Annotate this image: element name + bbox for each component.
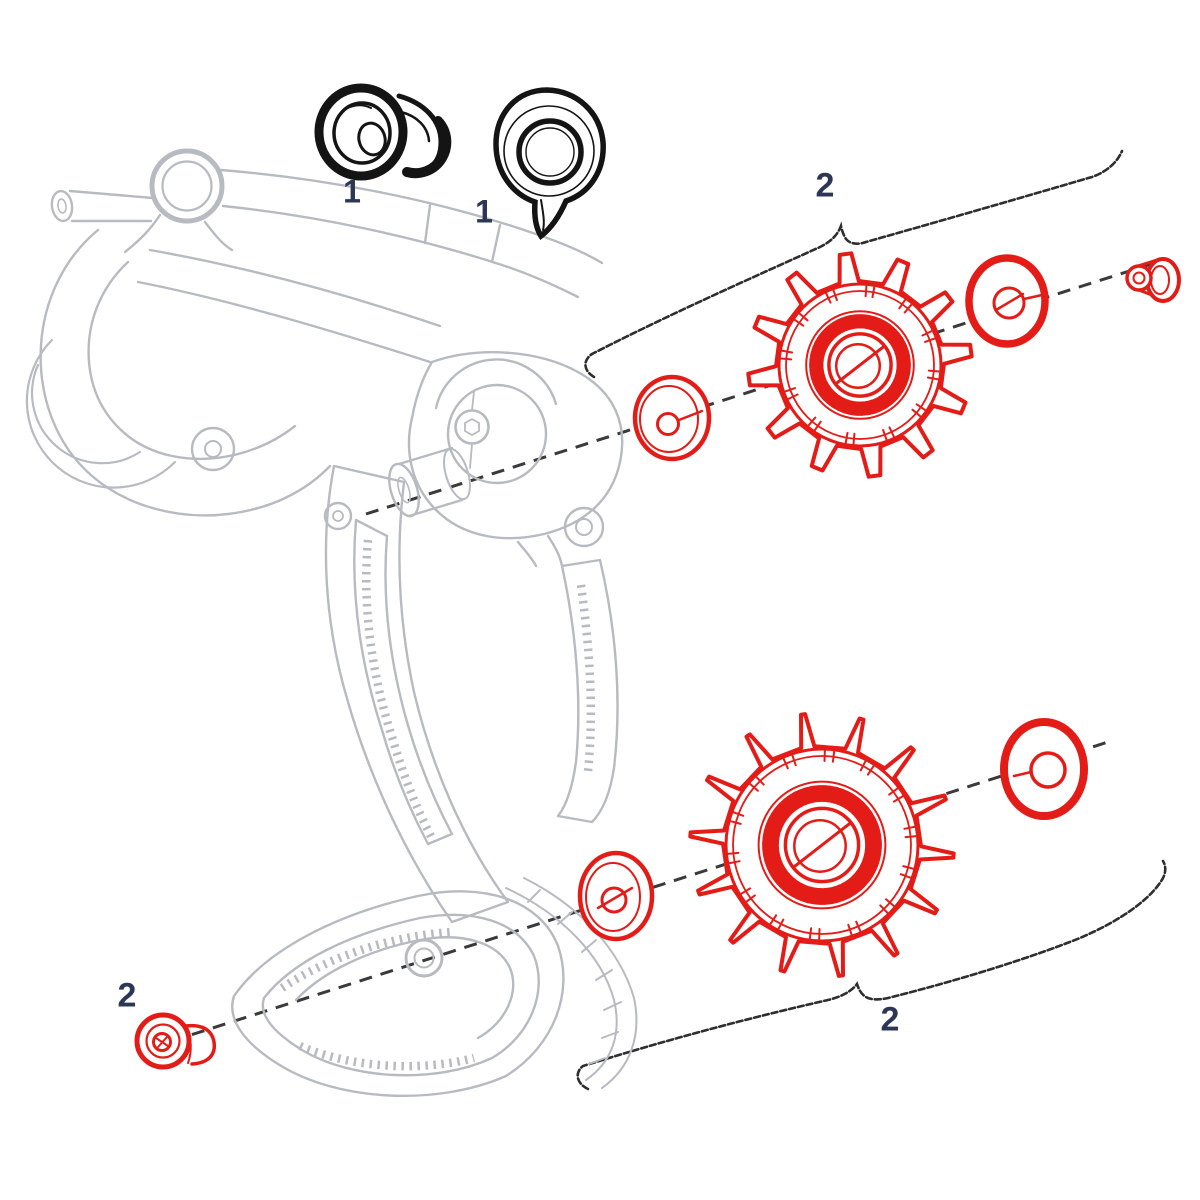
upper-kit-brace bbox=[584, 149, 1124, 379]
lower-pulley-hole-inner bbox=[413, 947, 435, 969]
upper-pulley-12t-hub-edge bbox=[805, 310, 915, 420]
part2-upper-kit-label: 2 bbox=[815, 166, 835, 205]
upper-pulley-12t-rim-inner bbox=[785, 290, 935, 440]
lower-washer-bore bbox=[600, 886, 628, 914]
derailleur-body bbox=[25, 148, 638, 1098]
bolt-body-inner bbox=[399, 110, 431, 143]
upper-pulley-gear bbox=[746, 251, 974, 479]
lower-pulley-14t-rim bbox=[724, 747, 920, 943]
teardrop-mid-ring bbox=[503, 105, 595, 197]
pivot-bolt bbox=[454, 409, 490, 445]
cage-guard bbox=[505, 877, 638, 1089]
inner-plate-strip bbox=[516, 534, 619, 824]
cage-pivot bbox=[563, 506, 605, 548]
lower-pulley-kit bbox=[577, 712, 1088, 978]
upper-pulley-12t-rim-ticks bbox=[778, 283, 942, 447]
upper-washer-rim bbox=[639, 385, 699, 453]
outer-cage-plate bbox=[324, 464, 510, 924]
bolt-flange-inner bbox=[332, 101, 392, 165]
upper-dust-cap-bore bbox=[992, 286, 1026, 320]
part1-washer-label: 1 bbox=[475, 193, 493, 230]
limit-screw-hole-inner bbox=[332, 510, 344, 522]
body-outline bbox=[39, 168, 604, 517]
part1-bolt-label: 1 bbox=[343, 173, 361, 210]
lower-washer-slot bbox=[596, 886, 634, 910]
teardrop-bore bbox=[525, 127, 575, 177]
mount-stub-cap-inner bbox=[57, 198, 67, 214]
bolt-body-shade bbox=[402, 116, 452, 179]
upper-pulley-12t-hub-hatch bbox=[809, 314, 911, 416]
part2-cage-bolt-red bbox=[134, 1012, 217, 1070]
b-screw-end bbox=[443, 447, 471, 501]
lower-pulley-14t-bore-slot bbox=[793, 822, 851, 868]
p-knuckle-circle bbox=[446, 383, 548, 485]
upper-washer-bore bbox=[656, 412, 680, 436]
lower-pulley-14t-hub-hatch bbox=[762, 785, 882, 905]
bolt-socket bbox=[357, 121, 387, 157]
upper-pulley-12t-bore-slot bbox=[835, 345, 885, 385]
lower-cage-plate bbox=[231, 890, 565, 1098]
lower-dust-cap bbox=[1000, 718, 1088, 820]
part1-washer-black bbox=[493, 87, 606, 241]
cage-bolt-flange bbox=[184, 1023, 217, 1066]
cage-bolt-head-rim bbox=[145, 1023, 181, 1059]
upper-dust-cap bbox=[965, 254, 1049, 348]
lower-pulley-14t-rim-ticks bbox=[725, 748, 919, 942]
lower-pulley-hole bbox=[404, 938, 444, 978]
upper-pulley-12t-rim bbox=[777, 282, 943, 448]
body-bolt-inner bbox=[204, 440, 222, 458]
lower-pulley-gear bbox=[688, 712, 956, 978]
cage-bolt-socket-marks bbox=[155, 1036, 169, 1048]
cage-pivot-inner bbox=[575, 518, 593, 536]
mount-stub bbox=[68, 189, 155, 223]
b-screw-cylinder bbox=[397, 446, 464, 518]
lower-pulley-14t-hub-edge bbox=[757, 780, 887, 910]
lower-dust-cap-bore bbox=[1029, 751, 1067, 789]
lower-kit-brace bbox=[576, 859, 1167, 1091]
mount-ring-inner bbox=[161, 160, 213, 212]
lower-pulley-14t-rim-inner bbox=[732, 755, 912, 935]
callout-braces bbox=[576, 149, 1167, 1091]
part1-bolt-black bbox=[314, 83, 452, 181]
body-left-arcs bbox=[25, 338, 177, 489]
pivot-bolt-hex bbox=[464, 391, 480, 469]
b-screw-cap bbox=[388, 462, 420, 518]
teardrop-inner-ring bbox=[516, 118, 584, 186]
lower-pulley-14t-bore-inner bbox=[793, 819, 847, 873]
teardrop-tail-line bbox=[540, 199, 545, 231]
cage-bolt-socket bbox=[152, 1032, 172, 1052]
upper-pulley-12t-bore-inner bbox=[834, 342, 882, 390]
upper-pulley-kit bbox=[632, 251, 1181, 479]
mount-stub-cap bbox=[50, 189, 74, 223]
upper-dust-cap-slot bbox=[994, 292, 1044, 312]
lower-dust-cap-tick bbox=[1012, 770, 1033, 778]
upper-pulley-bolt-head bbox=[1125, 264, 1153, 292]
part2-cage-bolt-label: 2 bbox=[117, 976, 137, 1015]
upper-washer-tick bbox=[677, 409, 704, 422]
part2-lower-kit-label: 2 bbox=[880, 1000, 900, 1039]
lower-axis-line bbox=[149, 740, 1109, 1050]
p-knuckle bbox=[407, 351, 624, 540]
limit-screw-hole bbox=[323, 501, 353, 531]
lower-washer-rim bbox=[585, 862, 641, 932]
bolt-highlight-arc bbox=[339, 104, 372, 115]
b-screw-cap-inner bbox=[397, 476, 411, 504]
mount-ring bbox=[149, 148, 225, 224]
upper-pulley-bolt-head-inner bbox=[1132, 271, 1146, 285]
body-bolt bbox=[190, 426, 236, 472]
